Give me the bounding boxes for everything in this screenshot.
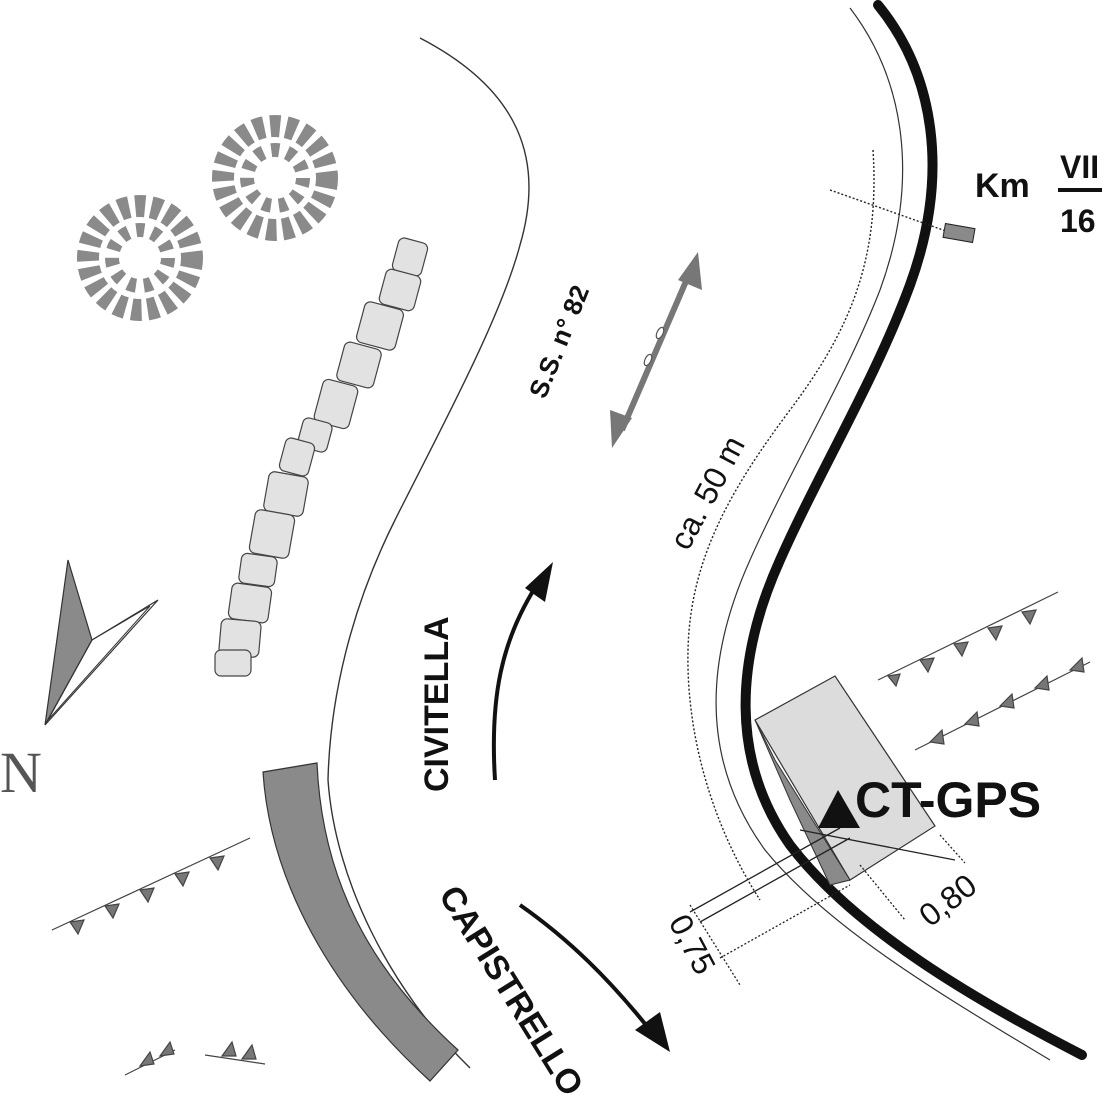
north-label: N: [0, 740, 42, 805]
offset-a-label: 0,80: [912, 867, 983, 934]
road-east-edge: [740, 0, 1087, 1060]
embankment-hatch-icon: [51, 591, 1091, 1076]
km-dotted-line: [829, 189, 961, 237]
civitella-arrow-icon: [491, 562, 553, 781]
north-arrow-icon: [44, 559, 159, 726]
direction-down-label: CAPISTRELLO: [431, 879, 590, 1103]
road-east-inner-line: [715, 7, 1051, 1061]
capistrello-arrow-icon: [518, 903, 670, 1052]
road-name-label: S.S. n° 82: [523, 281, 595, 402]
direction-up-label: CIVITELLA: [418, 616, 456, 792]
distance-dotted-line: [687, 149, 875, 901]
distance-label: ca. 50 m: [662, 430, 751, 555]
km-number-label: 16: [1060, 203, 1096, 239]
station-label: CT-GPS: [855, 772, 1041, 828]
offset-dimensions: [689, 827, 966, 986]
triangle-marker-icon: [818, 790, 860, 828]
road-west-edge: [327, 37, 530, 781]
km-prefix-label: Km: [975, 167, 1030, 205]
stone-wall-icon: [214, 237, 429, 677]
station-building-shadow: [754, 719, 851, 886]
curved-wall: [262, 762, 459, 1082]
tree-canopy-icon: [77, 115, 338, 321]
station-building: [754, 675, 936, 881]
km-post-icon: [942, 222, 976, 244]
offset-b-label: 0,75: [662, 908, 723, 980]
two-way-arrow-icon: [610, 252, 702, 448]
km-roman-label: VII: [1060, 149, 1099, 185]
